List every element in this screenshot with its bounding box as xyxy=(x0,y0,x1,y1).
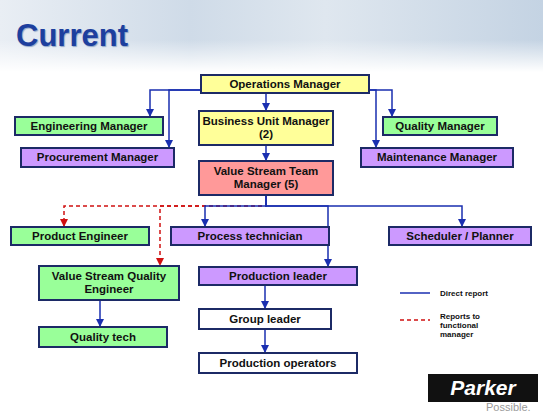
org-box: Product Engineer xyxy=(10,226,150,246)
box-label: Maintenance Manager xyxy=(375,151,499,164)
box-label: Production operators xyxy=(218,357,339,370)
direct-report-connector xyxy=(266,196,462,226)
org-box: Production leader xyxy=(198,266,358,286)
box-label: Group leader xyxy=(227,313,303,326)
org-box: Group leader xyxy=(198,308,332,330)
box-label: Value Stream Team Manager (5) xyxy=(200,165,332,191)
box-label: Production leader xyxy=(227,270,329,283)
box-label: Product Engineer xyxy=(30,230,130,243)
org-box: Procurement Manager xyxy=(20,147,175,168)
box-label: Scheduler / Planner xyxy=(404,230,515,243)
slide-title: Current xyxy=(16,18,128,54)
functional-report-connector xyxy=(64,196,266,226)
org-box: Production operators xyxy=(198,352,358,374)
direct-report-connector xyxy=(370,90,376,147)
box-label: Procurement Manager xyxy=(35,151,160,164)
logo: Parker xyxy=(428,374,538,402)
direct-report-connector xyxy=(264,286,266,308)
org-box: Quality Manager xyxy=(382,116,498,136)
legend-label: Reports to functional manager xyxy=(440,312,510,339)
org-box: Engineering Manager xyxy=(14,116,164,136)
tagline-text: Possible. xyxy=(486,401,531,413)
org-box: Quality tech xyxy=(38,326,168,348)
box-label: Engineering Manager xyxy=(29,120,150,133)
direct-report-connector xyxy=(150,90,200,116)
box-label: Quality tech xyxy=(68,331,138,344)
org-box: Process technician xyxy=(170,226,330,246)
legend-label: Direct report xyxy=(440,289,530,298)
org-box: Scheduler / Planner xyxy=(388,226,532,246)
direct-report-connector xyxy=(169,90,200,147)
legend-line-sample xyxy=(400,319,430,321)
direct-report-connector xyxy=(264,330,266,352)
org-box: Operations Manager xyxy=(200,74,370,94)
direct-report-connector xyxy=(265,146,267,160)
org-box: Value Stream Quality Engineer xyxy=(38,265,180,301)
direct-report-connector xyxy=(265,94,267,110)
box-label: Operations Manager xyxy=(227,78,342,91)
box-label: Value Stream Quality Engineer xyxy=(40,270,178,296)
box-label: Quality Manager xyxy=(393,120,486,133)
org-box: Maintenance Manager xyxy=(360,147,514,168)
direct-report-connector xyxy=(205,196,266,226)
direct-report-connector xyxy=(99,301,101,326)
logo-text: Parker xyxy=(450,376,515,400)
direct-report-connector xyxy=(370,90,392,116)
box-label: Process technician xyxy=(196,230,305,243)
legend-line-sample xyxy=(400,292,430,294)
org-box: Value Stream Team Manager (5) xyxy=(198,160,334,196)
box-label: Business Unit Manager (2) xyxy=(200,115,332,141)
org-box: Business Unit Manager (2) xyxy=(198,110,334,146)
